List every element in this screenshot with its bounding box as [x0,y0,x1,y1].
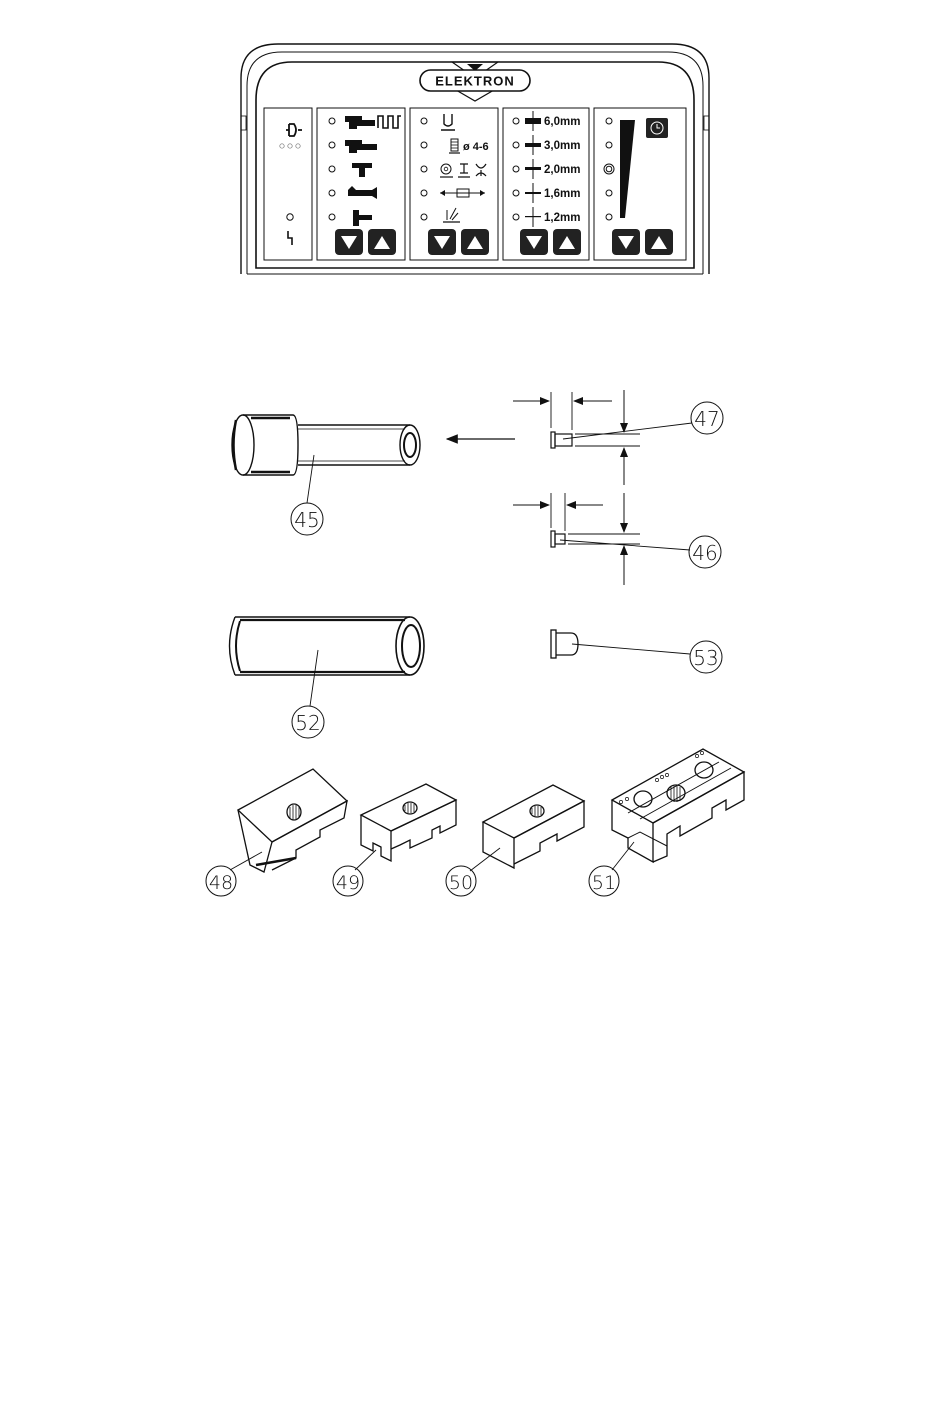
part-number-53: 53 [693,646,718,670]
control-panel: ELEKTRON [241,44,709,274]
brand-logo: ELEKTRON [420,62,530,101]
welding-gun-pulse-icon [345,116,401,129]
part-number-51: 51 [592,872,616,894]
part-number-45: 45 [294,508,319,532]
part-label-45: 45 [291,503,323,535]
welding-gun-icon [345,140,377,153]
part-label-52: 52 [292,706,324,738]
material-led-1 [421,118,427,124]
part-label-46: 46 [689,536,721,568]
process-led-4 [329,190,335,196]
thickness-led-3 [513,166,519,172]
thickness-led-5 [513,214,519,220]
part-label-48: 48 [206,866,236,896]
thickness-label-2: 3,0mm [544,140,580,152]
intensity-down-button[interactable] [612,229,640,255]
part-number-50: 50 [449,872,473,894]
lightning-icon [288,231,292,245]
thickness-led-2 [513,142,519,148]
part-53-drawing [551,630,690,658]
process-led-5 [329,214,335,220]
intensity-led-1 [606,118,612,124]
material-section: ø 4-6 [410,108,498,260]
process-up-button[interactable] [368,229,396,255]
part-number-49: 49 [336,872,360,894]
wire-diameter-text: ø 4-6 [463,141,489,153]
wire-feed-icon [440,189,485,197]
cutting-torch-icon [348,186,377,199]
part-45-drawing [232,415,420,503]
intensity-led-2 [606,142,612,148]
part-52-drawing [230,617,425,706]
thickness-label-3: 2,0mm [544,164,580,176]
pulse-wave-icon [378,116,401,128]
part-label-53: 53 [690,641,722,673]
spool-icon [440,164,486,177]
part-label-50: 50 [446,866,476,896]
power-section [264,108,312,260]
thickness-led-1 [513,118,519,124]
part-number-48: 48 [209,872,233,894]
power-indicator-dots [280,144,300,148]
intensity-led-4 [606,190,612,196]
part-label-47: 47 [691,402,723,434]
part-48-drawing [230,769,347,872]
material-led-2 [421,142,427,148]
thickness-icon [525,111,541,227]
part-label-51: 51 [589,866,619,896]
part-number-46: 46 [692,541,717,565]
material-led-5 [421,214,427,220]
part-label-49: 49 [333,866,363,896]
welding-arc-icon [443,208,460,222]
intensity-wedge [620,120,635,218]
intensity-section [594,108,686,260]
intensity-up-button[interactable] [645,229,673,255]
thickness-label-1: 6,0mm [544,116,580,128]
clock-icon [646,118,668,138]
wire-spool-icon [449,139,460,153]
part-46-drawing [513,493,690,585]
thickness-down-button[interactable] [520,229,548,255]
brand-name: ELEKTRON [435,74,515,89]
intensity-led-3 [604,164,614,174]
part-number-47: 47 [694,407,719,431]
thickness-label-5: 1,2mm [544,212,580,224]
part-51-drawing [612,749,744,870]
thickness-up-button[interactable] [553,229,581,255]
intensity-led-5 [606,214,612,220]
material-down-button[interactable] [428,229,456,255]
electrode-icon [353,210,372,226]
thickness-label-4: 1,6mm [544,188,580,200]
t-torch-icon [352,163,372,177]
power-led [287,214,293,220]
process-down-button[interactable] [335,229,363,255]
material-up-button[interactable] [461,229,489,255]
thickness-led-4 [513,190,519,196]
material-led-3 [421,166,427,172]
material-led-4 [421,190,427,196]
part-47-drawing [513,390,692,485]
process-led-3 [329,166,335,172]
part-50-drawing [470,785,584,871]
process-led-1 [329,118,335,124]
part-number-52: 52 [295,711,320,735]
process-led-2 [329,142,335,148]
power-plug-icon [286,124,302,136]
process-section [317,108,405,260]
thickness-section: 6,0mm 3,0mm 2,0mm 1,6mm 1,2mm [503,108,589,260]
part-49-drawing [355,784,456,870]
gas-nozzle-icon [441,114,455,130]
